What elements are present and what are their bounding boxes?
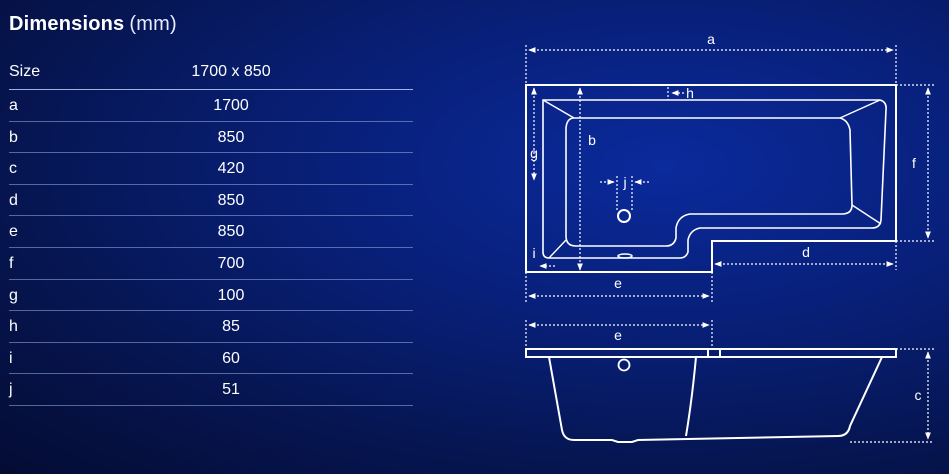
label-h: h	[686, 85, 694, 101]
table-row: g 100	[9, 280, 413, 312]
label-f: f	[912, 155, 916, 171]
side-body	[548, 356, 883, 443]
label-e-top: e	[614, 275, 622, 291]
row-value: 850	[217, 128, 245, 146]
side-dimensions	[525, 320, 934, 443]
header-value: 1700 x 850	[191, 63, 271, 80]
label-e-side: e	[614, 327, 622, 343]
side-rim	[525, 348, 897, 358]
label-b: b	[588, 132, 596, 148]
plan-waste	[617, 209, 631, 223]
side-overflow	[617, 358, 631, 372]
row-key: a	[9, 97, 18, 114]
table-row: c 420	[9, 153, 413, 185]
table-row: i 60	[9, 343, 413, 375]
plan-view	[525, 84, 897, 273]
row-value: 60	[222, 349, 240, 367]
row-key: b	[9, 128, 18, 146]
plan-corner-line	[851, 204, 882, 225]
row-key: h	[9, 318, 18, 336]
row-value: 850	[217, 223, 245, 241]
row-value: 85	[222, 318, 240, 336]
row-value: 700	[217, 254, 245, 272]
row-key: i	[9, 349, 13, 367]
table-row: f 700	[9, 248, 413, 280]
plan-overflow	[617, 253, 633, 259]
title-unit: (mm)	[129, 13, 177, 35]
row-key: j	[9, 381, 13, 399]
row-value: 420	[217, 160, 245, 178]
label-g: g	[530, 145, 538, 161]
plan-outer-outline	[525, 84, 897, 273]
side-view	[525, 348, 897, 443]
dimensions-table: Size 1700 x 850 a 1700 b 850 c 420 d 850 e 85…	[9, 57, 413, 406]
label-j: j	[622, 174, 626, 190]
table-header-row: Size 1700 x 850	[9, 57, 413, 90]
table-row: h 85	[9, 311, 413, 343]
table-row: a 1700	[9, 90, 413, 122]
row-value: 51	[222, 381, 240, 399]
plan-dimensions	[525, 45, 934, 302]
row-key: e	[9, 223, 18, 241]
side-step-inner	[685, 356, 697, 437]
plan-corner-line	[542, 99, 575, 119]
table-row: d 850	[9, 185, 413, 217]
label-d: d	[802, 244, 810, 260]
table-row: b 850	[9, 122, 413, 154]
row-key: g	[9, 286, 18, 304]
plan-basin	[565, 117, 853, 247]
row-value: 1700	[213, 97, 249, 114]
plan-corner-line	[839, 99, 881, 119]
label-a: a	[707, 31, 715, 47]
plan-rim-inner	[542, 99, 887, 259]
row-value: 100	[217, 286, 245, 304]
row-value: 850	[217, 191, 245, 209]
label-i: i	[532, 245, 535, 261]
row-key: d	[9, 191, 18, 209]
table-row: e 850	[9, 216, 413, 248]
table-row: j 51	[9, 374, 413, 406]
plan-corner-line	[548, 239, 567, 259]
row-key: c	[9, 160, 17, 178]
row-key: f	[9, 254, 14, 272]
title-main: Dimensions	[9, 13, 125, 35]
label-c: c	[915, 387, 922, 403]
header-key: Size	[9, 63, 41, 80]
page-title: Dimensions(mm)	[9, 13, 177, 36]
